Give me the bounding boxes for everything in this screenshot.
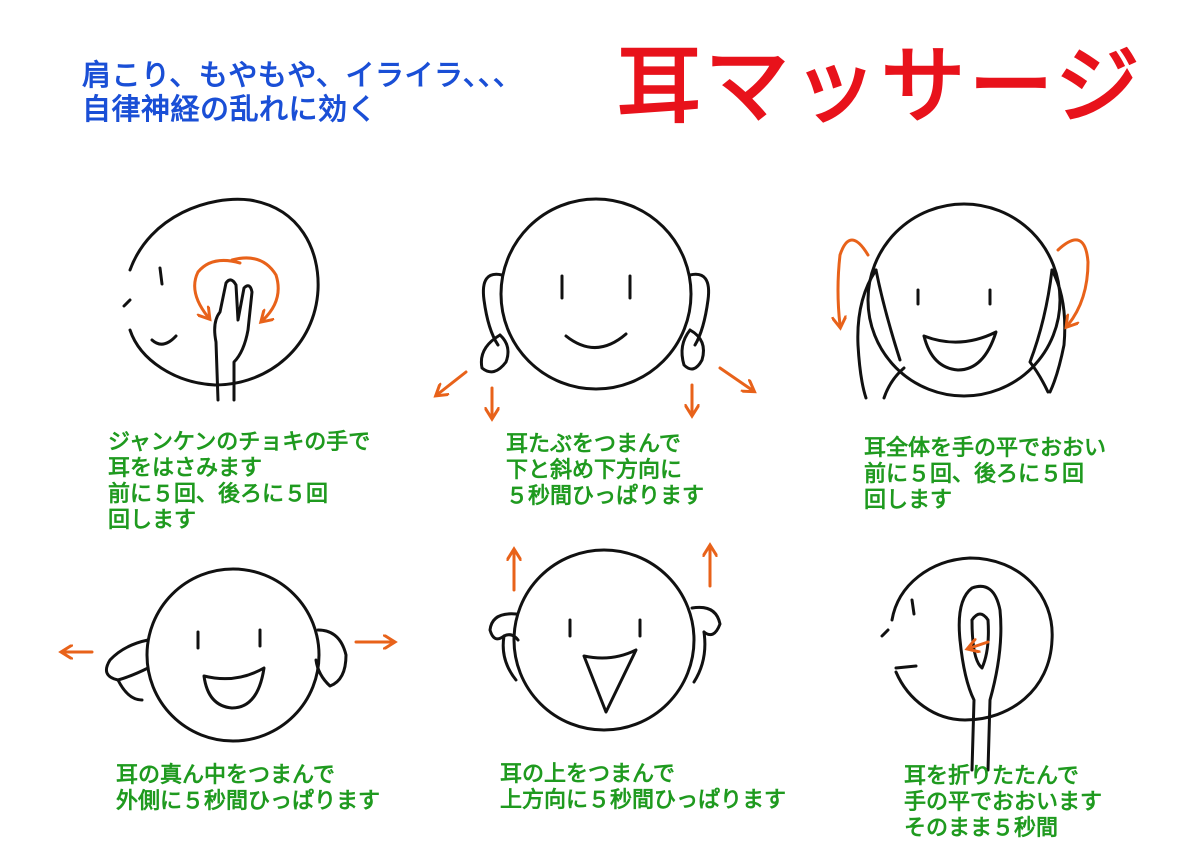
step-5-ear-right [690, 605, 722, 637]
step-3-arrow-right-icon [1056, 238, 1090, 325]
step-6-eye [910, 598, 916, 616]
step-2-line-1: 耳たぶをつまんで [506, 432, 681, 457]
step-4-line-2: 外側に５秒間ひっぱります [116, 789, 381, 814]
page-title: 耳マッサージ [617, 37, 1144, 135]
step-1-mouth [150, 334, 178, 346]
step-3-arrow-left-icon [838, 238, 870, 325]
step-3-line-3: 回します [864, 488, 953, 513]
step-6-arrow-icon [970, 642, 990, 648]
step-6-face [890, 556, 1054, 722]
step-6-illustration [880, 556, 1054, 772]
step-2-caption: 耳たぶをつまんで 下と斜め下方向に ５秒間ひっぱります [506, 432, 704, 510]
step-5-ear-left [488, 612, 520, 642]
step-5-line-2: 上方向に５秒間ひっぱります [500, 788, 787, 813]
step-3-mouth [922, 330, 998, 372]
step-6-caption: 耳を折りたたんで 手の平でおおいます そのまま５秒間 [904, 764, 1102, 842]
step-4-face [145, 567, 321, 743]
step-6-palm [957, 584, 1003, 772]
step-6-line-3: そのまま５秒間 [904, 816, 1059, 841]
step-1-line-2: 耳をはさみます [108, 456, 263, 481]
step-1-caption: ジャンケンのチョキの手で 耳をはさみます 前に５回、後ろに５回 回します [108, 430, 370, 534]
step-6-line-2: 手の平でおおいます [904, 790, 1103, 815]
step-1-arrow-left-icon [193, 259, 242, 317]
step-4-line-1: 耳の真ん中をつまんで [116, 763, 335, 788]
step-1-line-4: 回します [108, 508, 197, 533]
step-3-hand-right [1048, 268, 1067, 394]
step-1-line-3: 前に５回、後ろに５回 [108, 482, 329, 507]
step-4-ear-left [104, 638, 150, 682]
step-2-mouth [564, 332, 628, 349]
step-2-arrow-diag-left-icon [438, 370, 468, 394]
step-2-arrow-diag-right-icon [718, 366, 752, 390]
step-4-ear-right [314, 628, 348, 688]
subtitle-line-1: 肩こり、もやもや、イライラ、、、 [82, 58, 523, 92]
step-2-ear-left [481, 272, 504, 347]
step-3-caption: 耳全体を手の平でおおい 前に５回、後ろに５回 回します [864, 436, 1106, 514]
step-1-face [128, 197, 320, 387]
step-5-face [512, 548, 696, 732]
subtitle-line-2: 自律神経の乱れに効く [82, 92, 378, 126]
step-6-mouth [894, 664, 918, 670]
step-5-line-1: 耳の上をつまんで [500, 762, 675, 787]
step-2-illustration [438, 197, 752, 416]
step-4-illustration [64, 567, 392, 743]
step-2-line-3: ５秒間ひっぱります [506, 484, 705, 509]
step-1-eye [158, 266, 164, 286]
step-1-illustration [122, 197, 320, 402]
step-5-mouth [582, 648, 638, 714]
step-3-hand-left [856, 268, 878, 400]
step-3-line-2: 前に５回、後ろに５回 [864, 462, 1085, 487]
step-3-illustration [838, 202, 1090, 400]
step-5-illustration [488, 548, 722, 732]
subtitle: 肩こり、もやもや、イライラ、、、 自律神経の乱れに効く [82, 58, 522, 126]
step-3-line-1: 耳全体を手の平でおおい [864, 436, 1107, 461]
step-6-line-1: 耳を折りたたんで [904, 764, 1079, 789]
step-1-line-1: ジャンケンのチョキの手で [108, 430, 371, 455]
step-2-face [499, 197, 693, 391]
step-3-face [866, 202, 1062, 398]
step-2-line-2: 下と斜め下方向に [506, 458, 683, 483]
step-2-ear-right [688, 272, 711, 347]
step-5-caption: 耳の上をつまんで 上方向に５秒間ひっぱります [500, 762, 786, 814]
step-4-caption: 耳の真ん中をつまんで 外側に５秒間ひっぱります [116, 763, 380, 815]
step-1-hand [213, 278, 254, 402]
step-1-arrow-right-icon [230, 256, 280, 320]
step-4-mouth [202, 666, 266, 710]
